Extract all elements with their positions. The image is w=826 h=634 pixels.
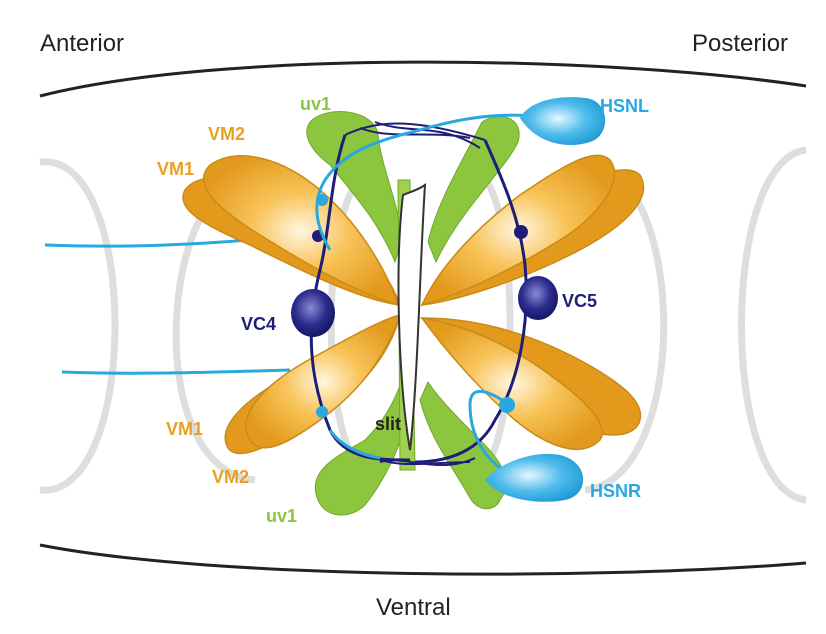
vc4-label: VC4: [241, 314, 277, 334]
posterior-label: Posterior: [692, 30, 789, 57]
hsnl-process: [315, 113, 546, 251]
hsn-varicosity-left-top: [316, 194, 328, 206]
vm1-top-label: VM1: [157, 159, 195, 179]
uv1-top-right: [427, 116, 520, 264]
uv1-bottom-label: uv1: [266, 506, 298, 526]
hsnr-label: HSNR: [590, 481, 642, 501]
body-ventral-line: [39, 543, 807, 576]
hsnl-soma: [520, 97, 606, 145]
uv1-bottom-right: [419, 380, 507, 510]
hsnl-label: HSNL: [600, 96, 649, 116]
ventral-label: Ventral: [376, 594, 451, 621]
vc5-varicosity: [514, 225, 528, 239]
vm2-bottom-label: VM2: [212, 467, 250, 487]
vc-dorsal-tangle: [344, 121, 486, 149]
vc4-soma: [291, 289, 335, 337]
vc4-process: [309, 134, 411, 462]
vc-neurons: [309, 121, 528, 466]
slit-label: slit: [375, 414, 402, 434]
body-dorsal-line: [39, 60, 807, 98]
vulval-slit: [397, 182, 427, 451]
hsn-ventral-branch: [328, 429, 381, 460]
uv1-top-label: uv1: [300, 94, 332, 114]
vc5-label: VC5: [562, 291, 598, 311]
vc5-soma: [518, 276, 558, 320]
hsnr-soma: [485, 453, 584, 502]
vc5-process: [414, 139, 528, 464]
vm2-top-label: VM2: [208, 124, 246, 144]
hsn-varicosity-right-bottom: [499, 397, 515, 413]
hsn-process-anterior-lower: [61, 368, 291, 375]
hsn-varicosity-left-bottom: [316, 406, 328, 418]
anterior-label: Anterior: [40, 30, 125, 57]
vm1-bottom-label: VM1: [166, 419, 204, 439]
